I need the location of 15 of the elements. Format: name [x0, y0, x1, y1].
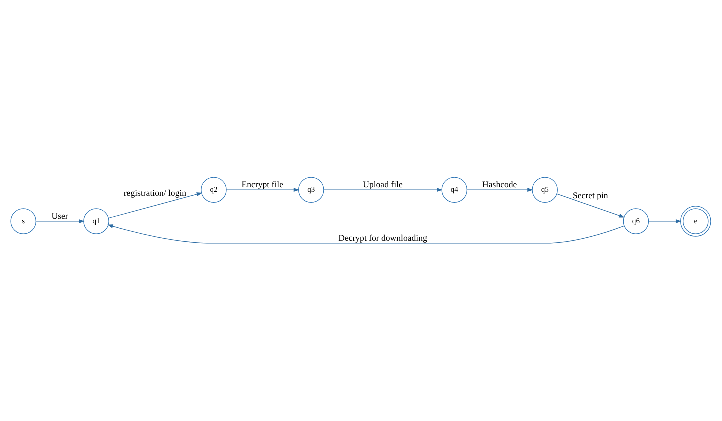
- arrow: [226, 188, 300, 192]
- arrow: [556, 194, 625, 218]
- edge-label: Secret pin: [572, 190, 608, 200]
- arrow: [648, 220, 682, 224]
- edge-label: Hashcode: [482, 180, 518, 190]
- edge-label: User: [52, 211, 68, 222]
- edge-label: Encrypt file: [242, 180, 284, 190]
- arrow: [108, 224, 625, 244]
- arrow: [36, 220, 85, 224]
- arrow: [324, 188, 443, 192]
- edge-label: Upload file: [363, 180, 403, 190]
- arrow: [466, 188, 534, 192]
- edge-label: registration/ login: [124, 188, 187, 198]
- arrow: [108, 192, 203, 219]
- edge-label: Decrypt for downloading: [338, 233, 428, 244]
